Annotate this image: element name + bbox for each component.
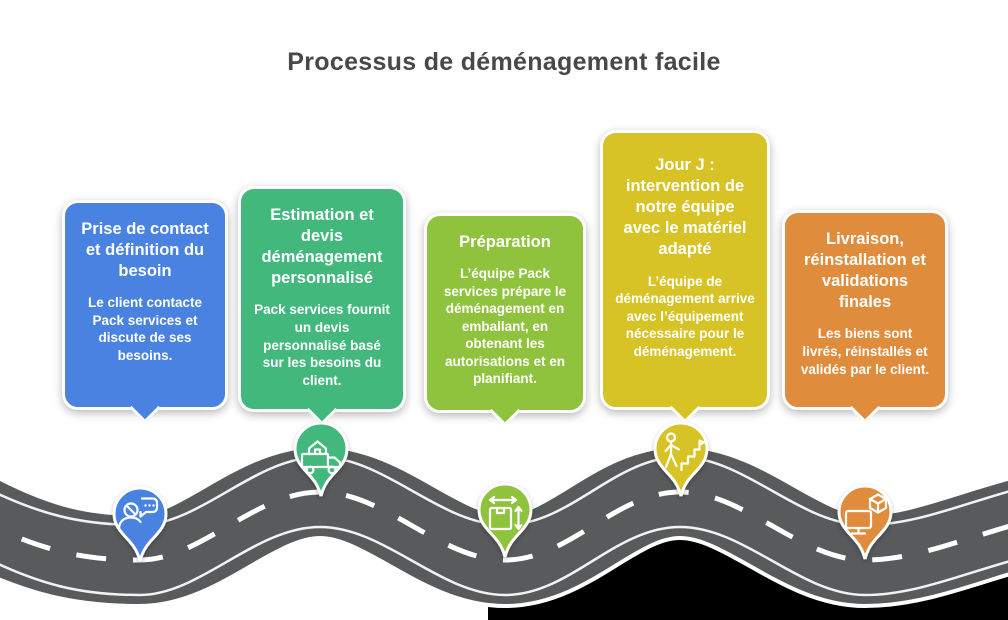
step-card-2: Estimation et devis déménagement personn… [238, 186, 406, 426]
step-4-heading: Jour J : intervention de notre équipe av… [623, 156, 747, 259]
step-3-heading: Préparation [459, 233, 551, 251]
person-chat-icon [117, 497, 159, 531]
map-pin-3 [473, 481, 537, 561]
step-card-4: Jour J : intervention de notre équipe av… [600, 130, 770, 424]
package-dimensions-icon [488, 495, 523, 531]
page-title: Processus de déménagement facile [287, 48, 721, 76]
map-pin-4 [649, 420, 713, 500]
step-card-3: Préparation L’équipe Pack services prépa… [424, 213, 586, 427]
map-pin-5 [833, 483, 897, 563]
map-pin-1 [108, 485, 172, 565]
step-5-heading: Livraison, réinstallation et validations… [804, 230, 926, 312]
step-1-body: Le client contacte Pack services et disc… [87, 295, 203, 363]
map-pin-2 [289, 420, 353, 500]
monitor-delivery-icon [844, 493, 888, 535]
step-2-heading: Estimation et devis déménagement personn… [261, 206, 383, 288]
step-2-body: Pack services fournit un devis personnal… [254, 302, 390, 388]
step-4-body: L’équipe de déménagement arrive avec l’é… [615, 273, 755, 359]
step-3-body: L’équipe Pack services prépare le déména… [443, 266, 567, 387]
step-card-5: Livraison, réinstallation et validations… [782, 210, 948, 424]
moving-truck-icon [300, 440, 342, 475]
step-1-heading: Prise de contact et définition du besoin [81, 220, 209, 281]
road-edge-line-bottom [0, 525, 1008, 597]
step-card-1: Prise de contact et définition du besoin… [62, 200, 228, 424]
step-5-body: Les biens sont livrés, réinstallés et va… [800, 326, 930, 377]
mover-stairs-icon [664, 432, 706, 472]
